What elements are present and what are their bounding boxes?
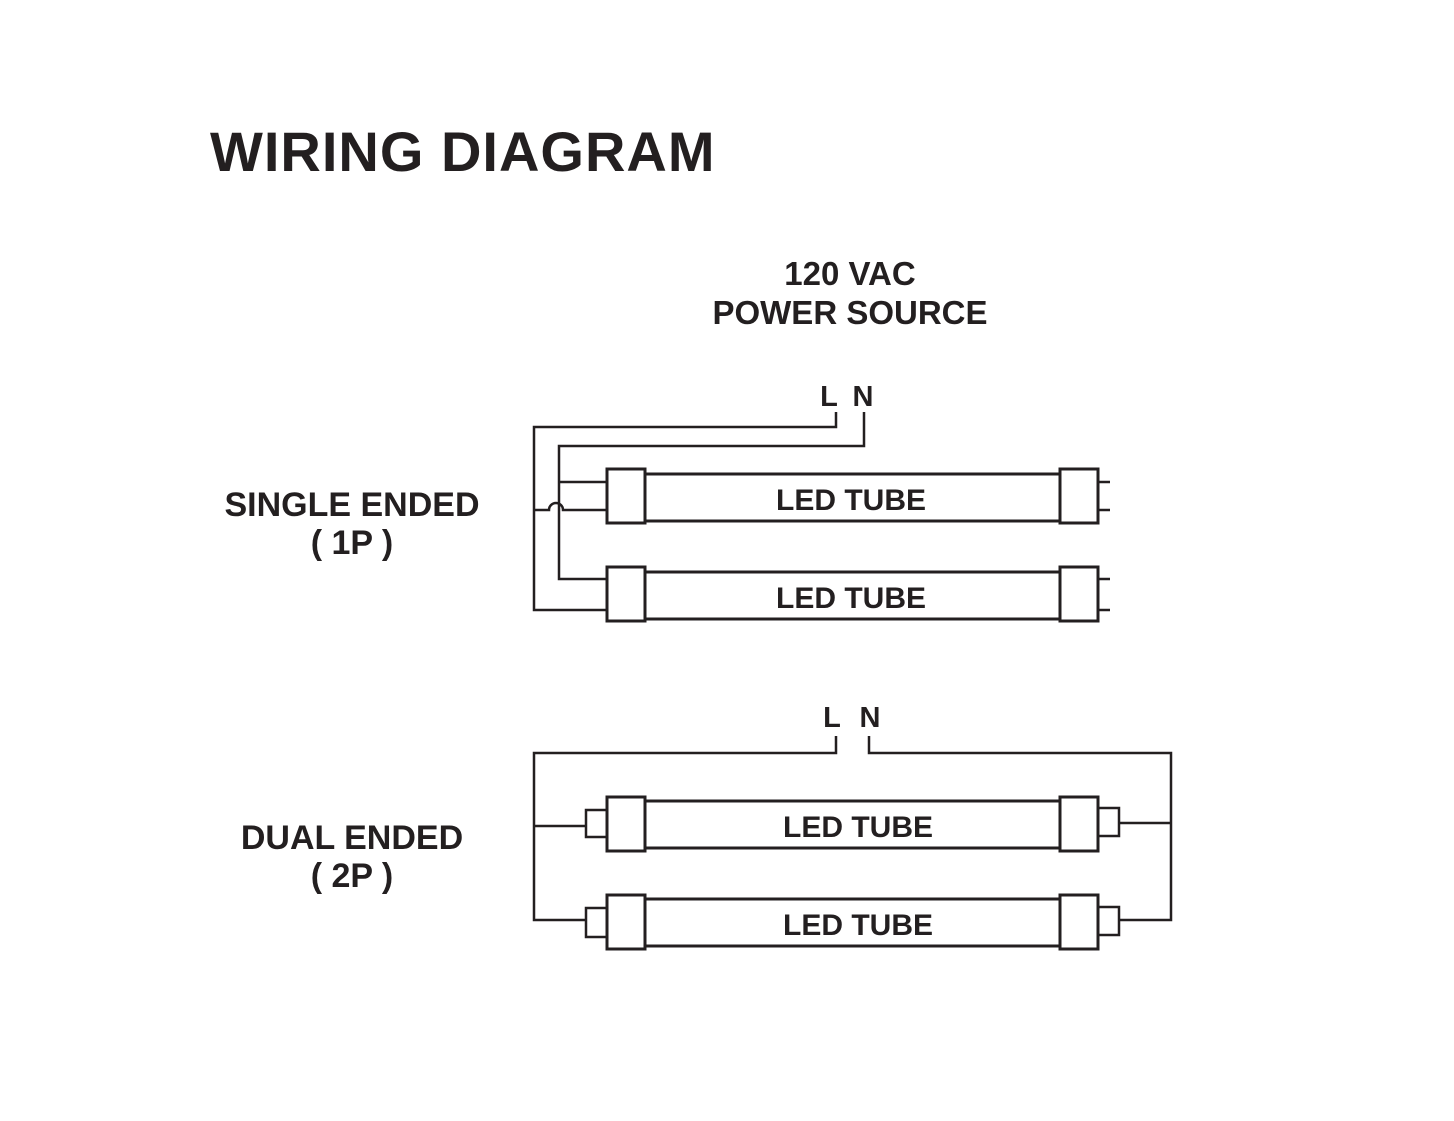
dual-line-wire (532, 736, 838, 922)
tube-end-cap-left (605, 893, 647, 951)
single-line-wire (532, 412, 838, 612)
tube-end-cap-right (1058, 893, 1100, 951)
single-ended-diagram: L N LED TUBE LED TUBE (532, 381, 1110, 623)
dual-ended-label: DUAL ENDED ( 2P ) (202, 819, 502, 895)
dual-ended-sublabel: ( 2P ) (310, 857, 394, 895)
tube-end-cap-left (605, 467, 647, 525)
tube-end-cap-right (1058, 795, 1100, 853)
single-ended-sublabel: ( 1P ) (310, 524, 394, 562)
tube-label: LED TUBE (783, 811, 933, 844)
pin-bracket-left (584, 906, 597, 939)
pin-bracket-right (1108, 806, 1121, 838)
power-source-caption: POWER SOURCE (712, 294, 988, 331)
tube-body (643, 570, 1062, 621)
tube-end-cap-right (1058, 565, 1100, 623)
power-source-voltage: 120 VAC (784, 255, 916, 292)
pin-bracket-right (1108, 905, 1121, 937)
single-terminal-n: N (853, 381, 874, 413)
tube-label: LED TUBE (776, 484, 926, 517)
single-tube-1: LED TUBE (596, 467, 1110, 525)
dual-ended-title: DUAL ENDED (240, 819, 464, 857)
dual-terminal-n: N (860, 702, 881, 734)
dual-tube-2: LED TUBE (584, 893, 1121, 951)
dual-ended-diagram: L N LED TUBE (532, 702, 1173, 951)
dual-neutral-wire (867, 736, 1173, 922)
tube-label: LED TUBE (776, 582, 926, 615)
pin-bracket-left (584, 808, 597, 839)
page-title: WIRING DIAGRAM (210, 120, 716, 183)
tube-end-cap-left (605, 565, 647, 623)
dual-tube-1: LED TUBE (584, 795, 1121, 853)
tube-end-cap-left (605, 795, 647, 853)
single-tube-2: LED TUBE (596, 565, 1110, 623)
single-ended-label: SINGLE ENDED ( 1P ) (202, 486, 502, 562)
tube-label: LED TUBE (783, 909, 933, 942)
tube-end-cap-right (1058, 467, 1100, 525)
dual-terminal-l: L (823, 702, 841, 734)
tube-body (643, 897, 1062, 948)
single-neutral-wire (557, 412, 866, 581)
power-source-label: 120 VAC POWER SOURCE (700, 254, 1000, 332)
single-ended-title: SINGLE ENDED (224, 486, 480, 524)
tube-body (643, 799, 1062, 850)
single-terminal-l: L (820, 381, 838, 413)
